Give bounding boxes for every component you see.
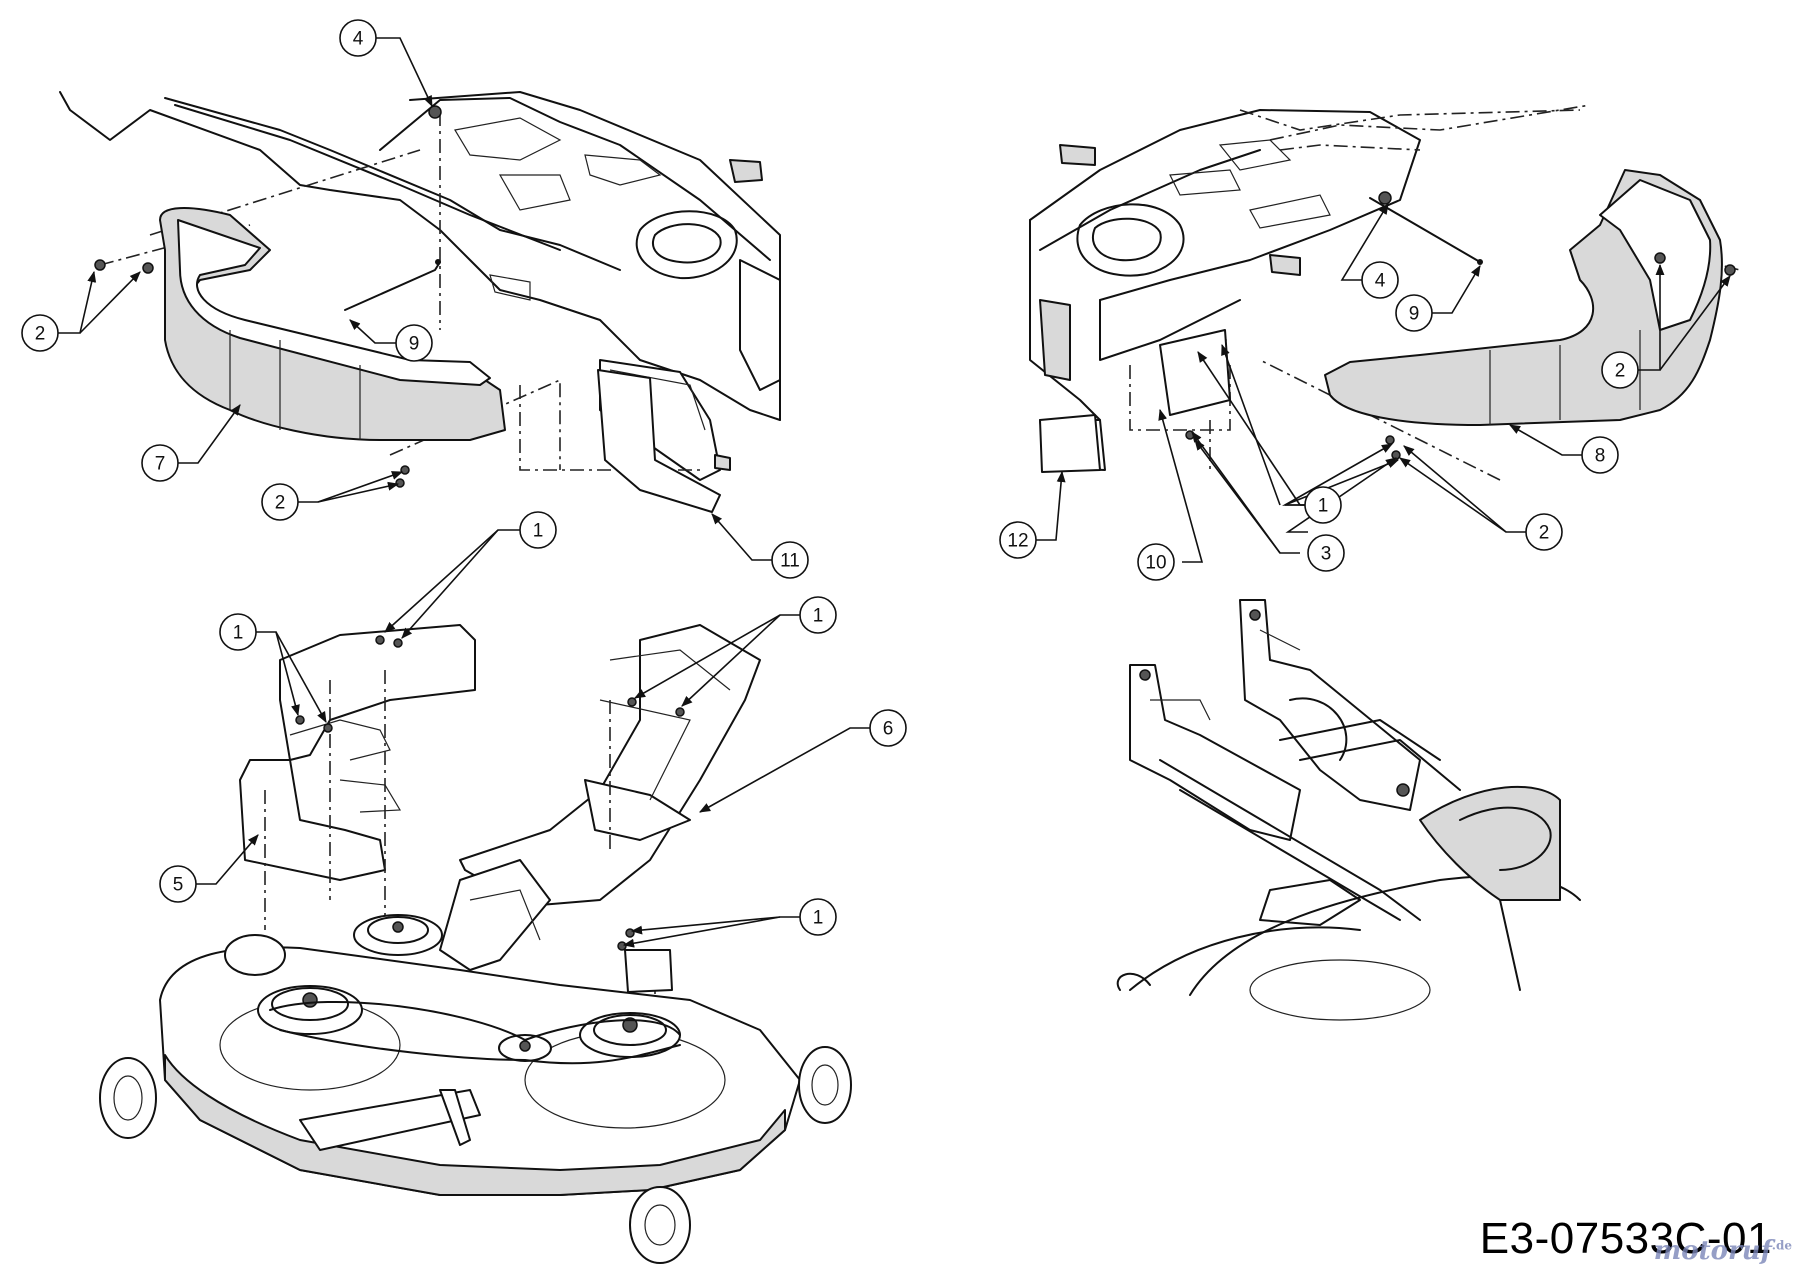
callout-label: 1 [813, 908, 824, 929]
callout-label: 10 [1145, 553, 1166, 574]
callout-4-top-left: 4 [339, 19, 377, 57]
callout-3: 3 [1307, 534, 1345, 572]
bracket-12 [1039, 414, 1101, 473]
callout-label: 9 [409, 334, 420, 355]
lift-bracket-assembly [1129, 599, 1461, 926]
callout-4-top-right: 4 [1361, 261, 1399, 299]
callout-label: 1 [533, 521, 544, 542]
mount-plate-left [597, 369, 721, 513]
callout-2-left: 2 [21, 314, 59, 352]
callout-1-a: 1 [519, 511, 557, 549]
callout-label: 9 [1409, 304, 1420, 325]
callout-1-c: 1 [799, 596, 837, 634]
callout-label: 6 [883, 719, 894, 740]
callout-9-left: 9 [395, 324, 433, 362]
watermark-text: motoruf [1653, 1236, 1772, 1266]
callout-1-e: 1 [1304, 486, 1342, 524]
drive-rod-right [1369, 197, 1483, 265]
callout-label: 2 [1539, 523, 1550, 544]
deck-wheels [99, 934, 852, 1264]
callout-10: 10 [1137, 543, 1175, 581]
callout-5: 5 [159, 865, 197, 903]
callout-label: 2 [275, 493, 286, 514]
callout-label: 4 [1375, 271, 1386, 292]
callout-2-left-lower: 2 [261, 483, 299, 521]
leader-lines [58, 37, 1731, 948]
callout-label: 3 [1321, 544, 1332, 565]
callout-label: 1 [813, 606, 824, 627]
callout-label: 11 [780, 551, 800, 572]
callout-1-b: 1 [219, 613, 257, 651]
callout-8: 8 [1581, 436, 1619, 474]
callout-7: 7 [141, 444, 179, 482]
callout-1-d: 1 [799, 898, 837, 936]
mower-deck [159, 859, 801, 1196]
drive-rod-left [344, 259, 441, 311]
callout-label: 2 [1615, 361, 1626, 382]
watermark-logo: motoruf.de [1654, 1236, 1792, 1266]
callout-label: 4 [353, 29, 364, 50]
deck-partial [1116, 785, 1581, 1021]
callout-2-right: 2 [1601, 351, 1639, 389]
bracket-10 [1159, 329, 1231, 416]
belt-cover-5 [239, 624, 476, 881]
callout-label: 8 [1595, 446, 1606, 467]
callout-6: 6 [869, 709, 907, 747]
tractor-frame-left [59, 91, 781, 481]
callout-label: 2 [35, 324, 46, 345]
top-left-assembly-view [59, 91, 781, 513]
bottom-right-bracket-view [1116, 599, 1581, 1021]
callout-2-right-lower: 2 [1525, 513, 1563, 551]
drawing-code: E3-07533C-01 [1479, 1214, 1772, 1263]
hardware-bottom-left [295, 635, 685, 951]
callout-label: 1 [233, 623, 244, 644]
watermark-suffix: .de [1771, 1238, 1792, 1253]
callout-label: 1 [1318, 496, 1329, 517]
callout-11: 11 [771, 541, 809, 579]
callout-12: 12 [999, 521, 1037, 559]
bottom-left-deck-view [99, 624, 852, 1264]
callout-9-right: 9 [1395, 294, 1433, 332]
callout-label: 5 [173, 875, 184, 896]
callout-label: 12 [1007, 531, 1028, 552]
callout-label: 7 [155, 454, 166, 475]
cover-left [159, 207, 506, 441]
